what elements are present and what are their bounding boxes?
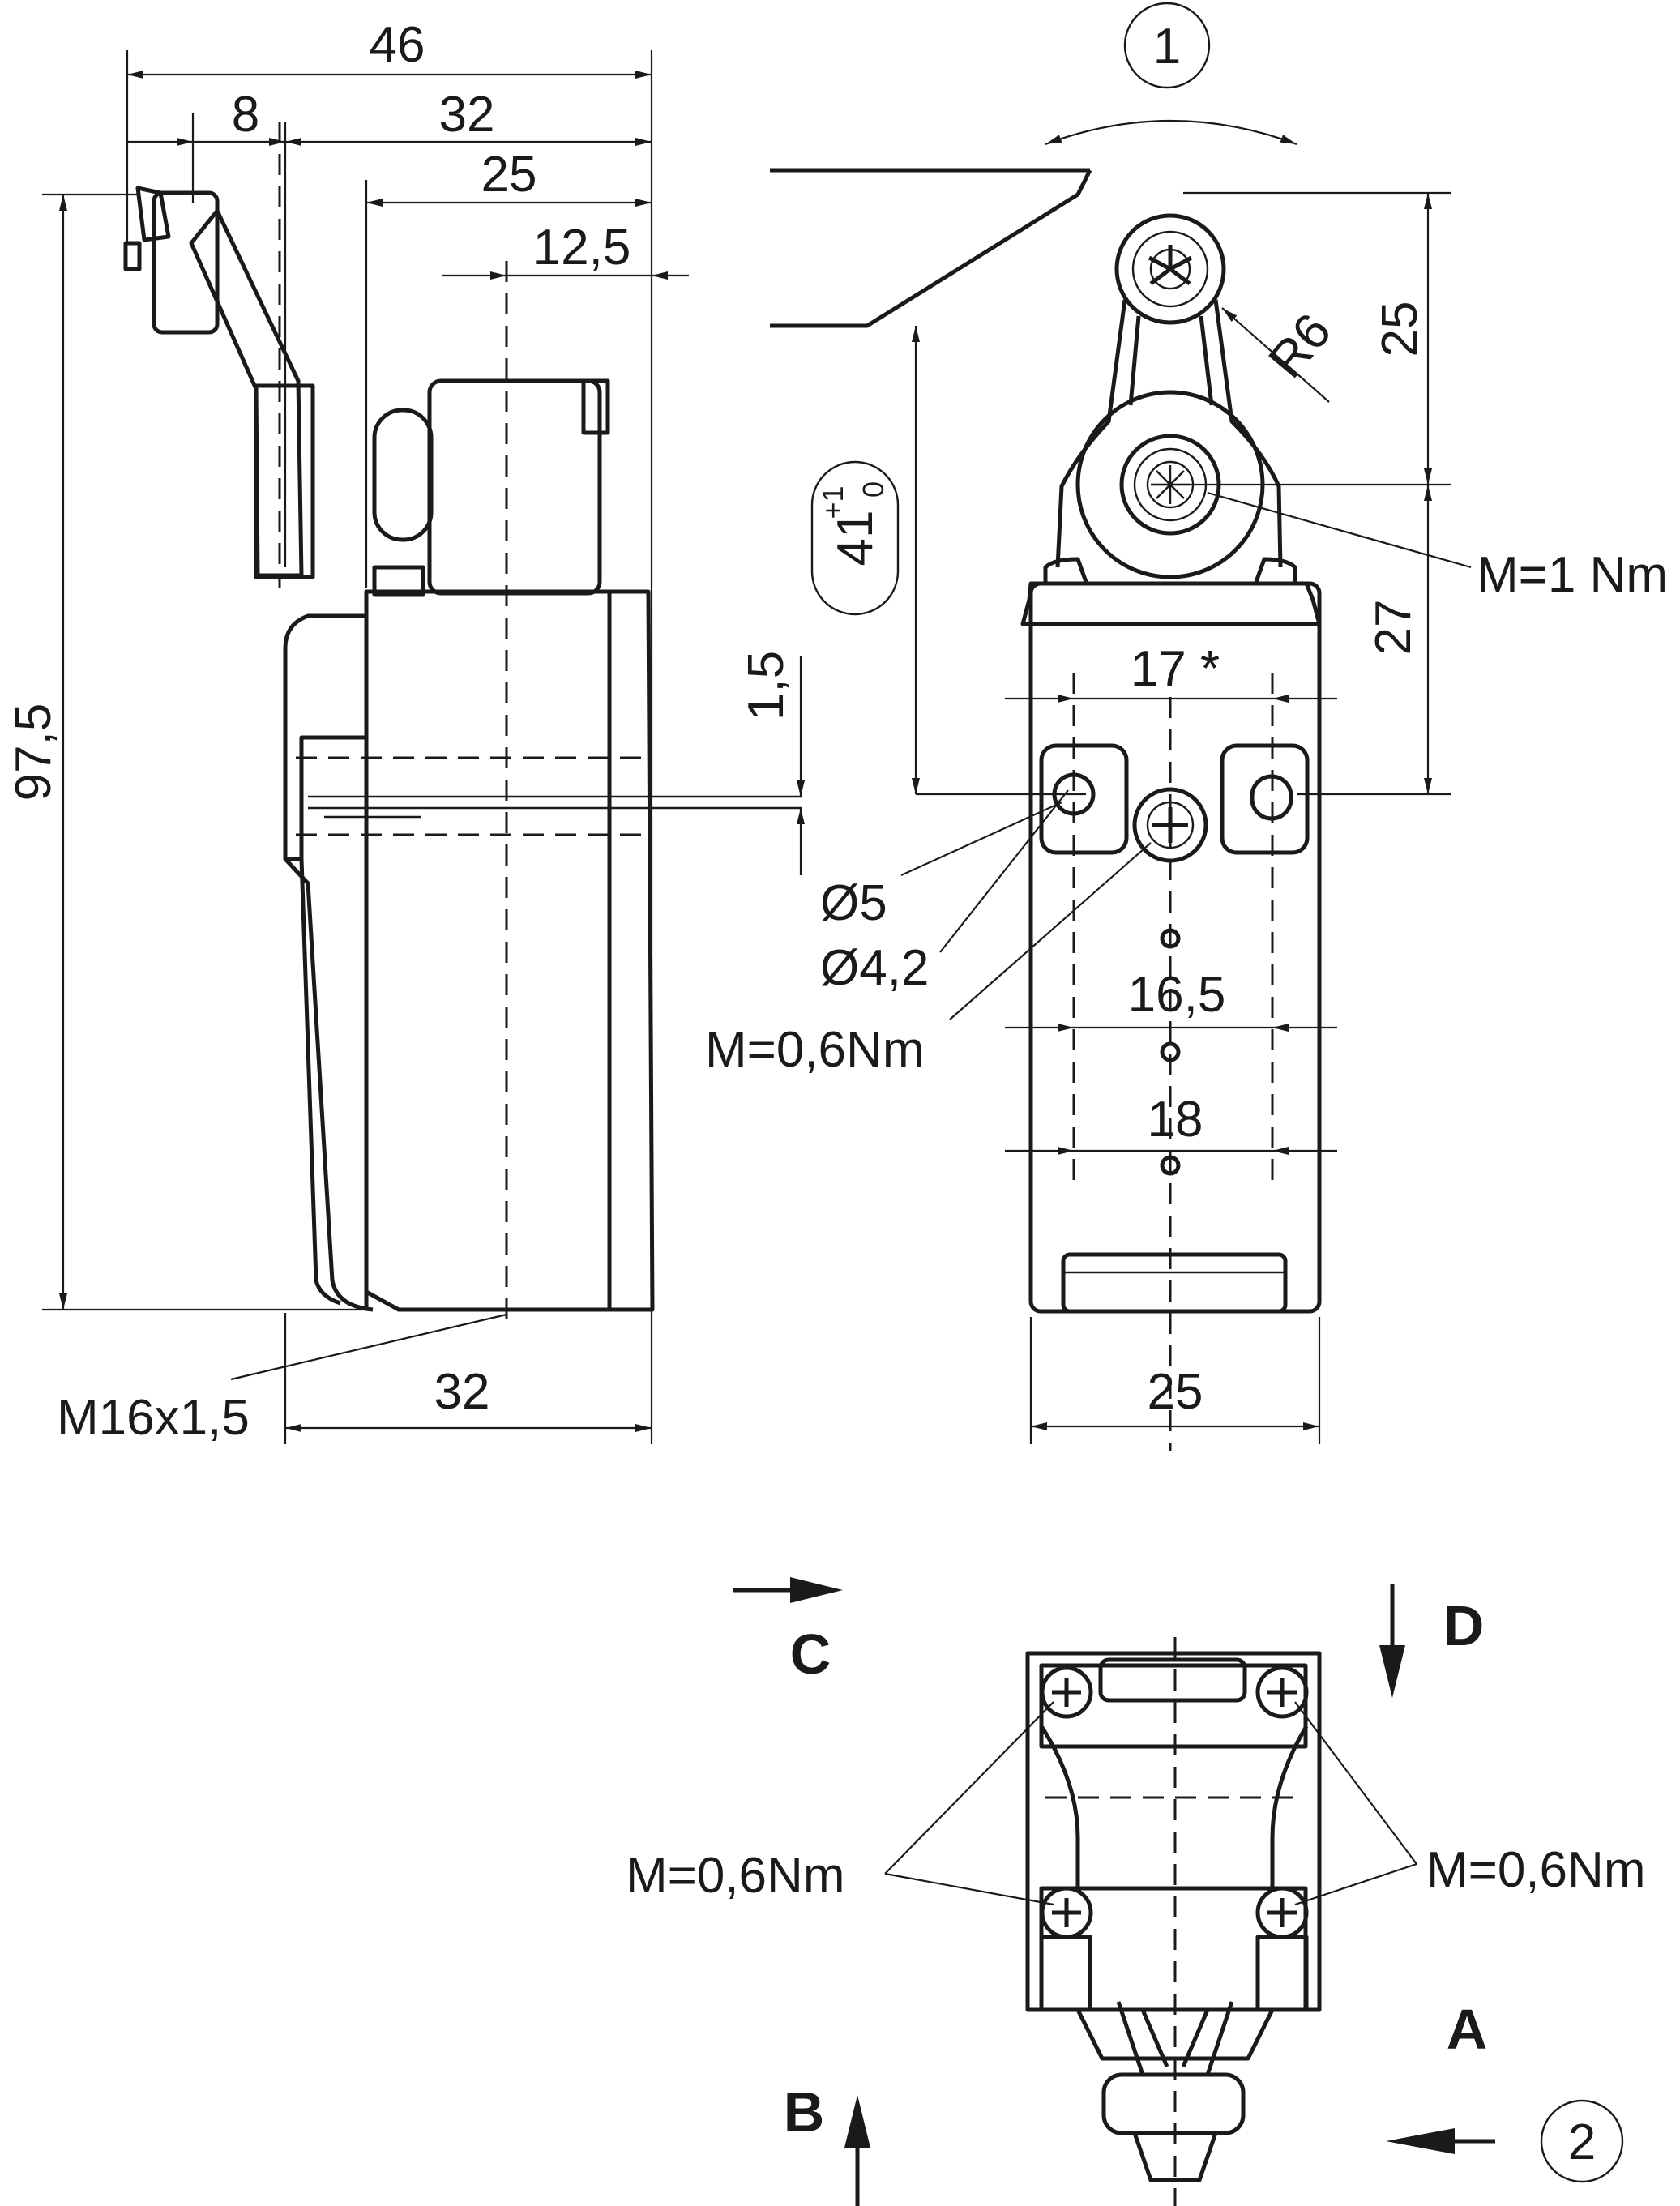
- callout-circle-2: [1540, 2099, 1624, 2183]
- tolerance-box: [810, 460, 900, 616]
- switch-body-top: [1025, 1651, 1322, 2012]
- view-label-d: D: [1443, 1594, 1485, 1657]
- dim-roller-radius: R6: [1258, 303, 1342, 388]
- torque-lever-screw: M=1 Nm: [1477, 547, 1668, 603]
- torque-front-screw: M=0,6Nm: [705, 1022, 924, 1078]
- dim-lever-offset: 8: [232, 87, 259, 143]
- dim-hole-spacing-mid: 16,5: [1128, 967, 1226, 1023]
- conduit-thread-label: M16x1,5: [57, 1390, 250, 1446]
- cover-screw-icon: [1040, 1665, 1093, 1719]
- torque-cover-left: M=0,6Nm: [626, 1848, 844, 1904]
- dim-overall-width: 46: [370, 17, 425, 73]
- dim-roller-to-pivot: 25: [1372, 301, 1428, 357]
- mount-slot-left: [1039, 743, 1129, 855]
- view-label-a: A: [1447, 1998, 1488, 2061]
- dim-body-width-front: 25: [1148, 1364, 1203, 1420]
- dim-actuator-height: 41: [827, 511, 883, 566]
- side-view-dimensions: 46 8 32 25 12,5 97,5 32 M16x1,5: [6, 17, 689, 1446]
- cover-screw-icon: [1040, 1886, 1093, 1939]
- dim-hole-spacing-top: 17 *: [1131, 641, 1220, 697]
- mount-slot-right: [1220, 743, 1310, 855]
- roller-bottom: [1101, 2072, 1246, 2135]
- view-label-c: C: [790, 1622, 831, 1686]
- dim-body-width-top: 25: [481, 147, 537, 203]
- actuator-head-side: [427, 378, 602, 596]
- front-view-dimensions: 1 25 27 R6 M=1 Nm 41 +1 0 1,5 1: [705, 2, 1668, 1444]
- dim-overall-height: 97,5: [6, 703, 62, 802]
- top-view: [1025, 1637, 1322, 2206]
- callout-circle-1: [1123, 2, 1211, 89]
- roller-front: [1114, 213, 1226, 325]
- view-label-b: B: [784, 2080, 825, 2144]
- side-view: [123, 122, 802, 1329]
- dim-actuator-tol-upper: +1: [816, 485, 849, 519]
- callout-1: 1: [1153, 19, 1181, 75]
- dim-hole-spacing-low: 18: [1148, 1092, 1203, 1148]
- cover-screw-icon: [1255, 1886, 1309, 1939]
- bottom-tab: [1061, 1252, 1288, 1314]
- dim-body-to-lever: 32: [439, 87, 495, 143]
- hole-dia-small: Ø4,2: [820, 940, 929, 996]
- cover-screw-icon: [1255, 1665, 1309, 1719]
- hole-dia-large: Ø5: [820, 875, 887, 931]
- roller-side: [152, 190, 220, 335]
- torque-cover-right: M=0,6Nm: [1426, 1842, 1645, 1898]
- dim-bottom-width-side: 32: [434, 1364, 490, 1420]
- dim-pivot-to-hole: 27: [1366, 600, 1421, 656]
- callout-2: 2: [1568, 2114, 1596, 2170]
- dim-actuator-tol-lower: 0: [857, 481, 890, 498]
- dim-center-offset: 12,5: [533, 220, 631, 276]
- dim-offset-small: 1,5: [738, 651, 794, 720]
- roller-hub-icon: [1148, 245, 1193, 285]
- top-view-labels: C D A B 2 M=0,6Nm M=0,6Nm: [626, 1577, 1645, 2206]
- lid-top: [1039, 1663, 1308, 1749]
- front-view: [770, 168, 1322, 1451]
